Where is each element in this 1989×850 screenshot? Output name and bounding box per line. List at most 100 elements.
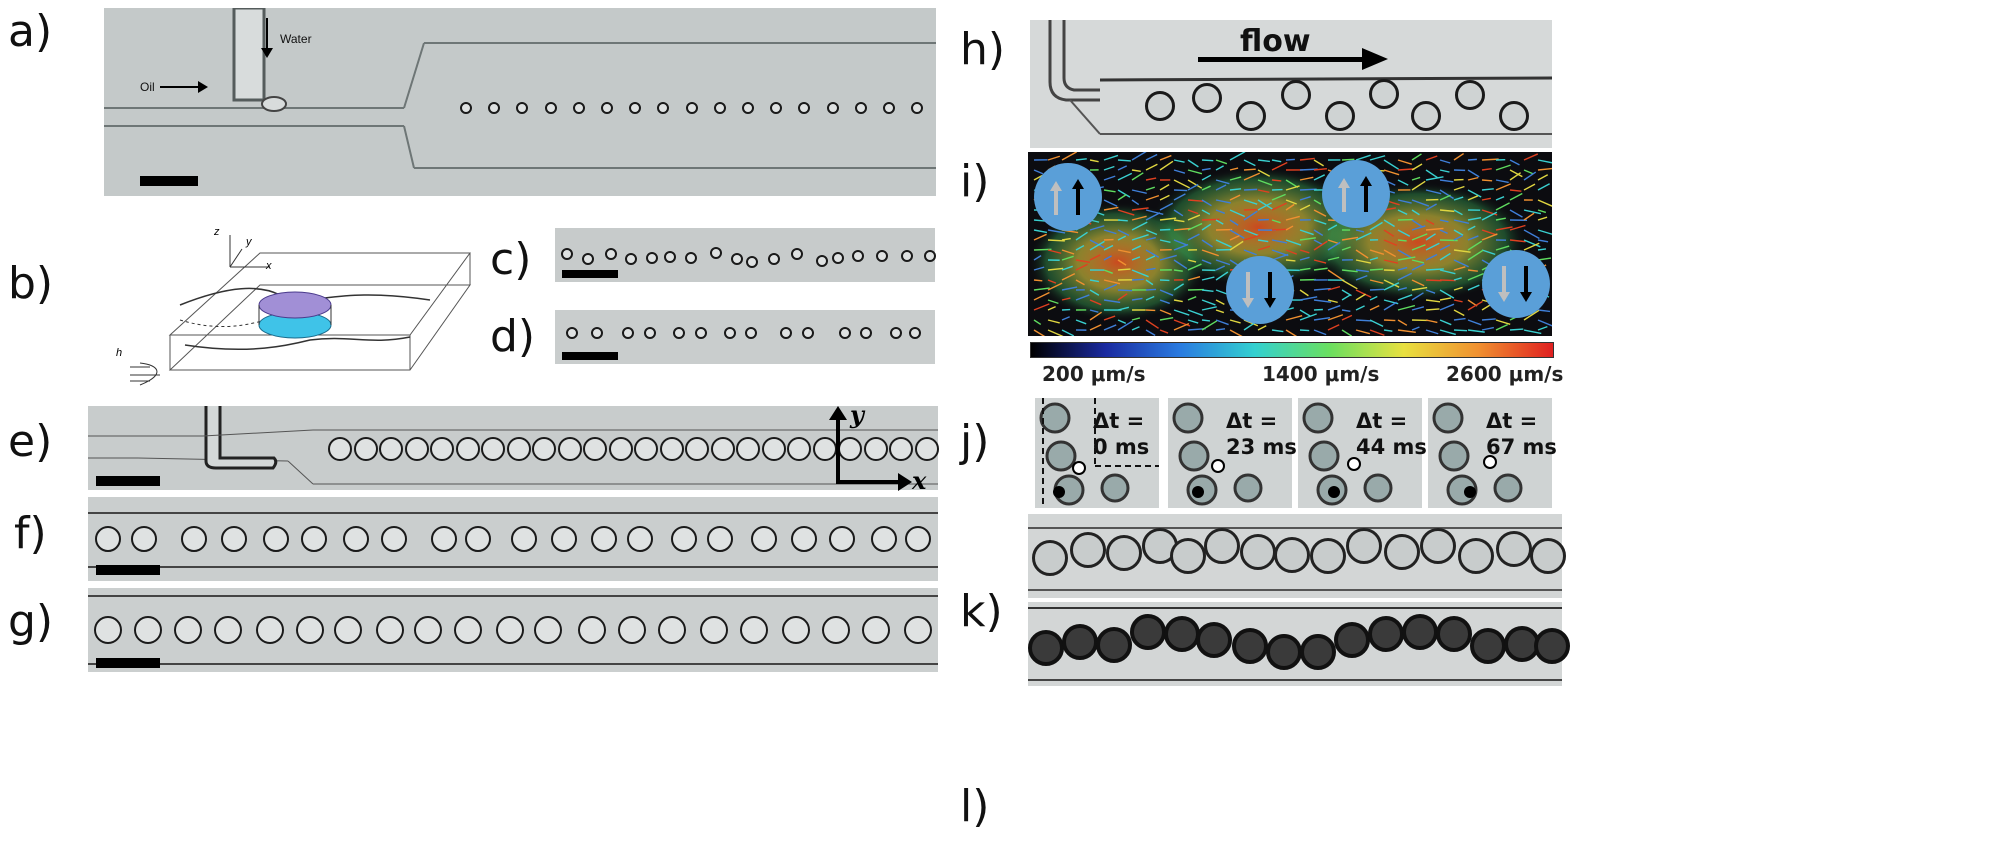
velocity-vector [1117,320,1133,331]
scale-bar-c [562,270,618,278]
velocity-vector [1257,189,1270,194]
velocity-vector [1047,267,1064,271]
velocity-vector [1131,278,1144,281]
droplet [659,437,684,461]
velocity-vector [1131,317,1141,321]
velocity-vector [1103,175,1116,181]
velocity-vector [1201,174,1212,181]
velocity-vector [1495,226,1513,231]
velocity-vector [1341,236,1359,241]
velocity-vector [1369,329,1385,336]
droplet [695,327,707,339]
scale-bar-d [562,352,618,360]
droplet [1534,628,1570,664]
velocity-vector [1103,244,1114,251]
velocity-vector [1313,299,1332,303]
velocity-vector [1537,229,1552,235]
velocity-vector [1355,305,1365,311]
velocity-vector [1313,219,1327,225]
velocity-vector [1495,217,1506,221]
droplet [685,102,698,114]
droplet [1196,622,1232,658]
velocity-vector [1425,279,1442,282]
velocity-vector [1215,309,1225,314]
velocity-vector [1117,159,1131,162]
oil-label: Oil [140,80,155,94]
velocity-vector [1341,314,1353,321]
droplet [812,437,837,461]
velocity-vector [1411,176,1421,181]
droplet [1236,101,1266,131]
velocity-vector [1145,255,1156,261]
velocity-vector [1411,209,1420,216]
droplet [860,327,872,339]
velocity-vector [1355,319,1372,322]
velocity-vector [1453,229,1464,236]
velocity-vector [1103,324,1117,331]
velocity-vector [1299,313,1317,321]
velocity-vector [1173,209,1184,217]
velocity-vector [1509,169,1523,178]
velocity-vector [1327,269,1343,281]
velocity-vector [1229,188,1242,191]
droplet [871,526,897,552]
velocity-vector [1089,309,1099,313]
velocity-vector [1145,209,1164,216]
velocity-vector [1187,259,1197,263]
droplet [780,327,792,339]
velocity-vector [1313,209,1327,217]
velocity-vector [1243,234,1261,241]
time-label-1: Δt = 23 ms [1226,409,1297,460]
velocity-vector [1215,184,1227,191]
velocity-vector [1033,169,1044,175]
droplet [256,616,284,644]
droplet [454,616,482,644]
axis-x-label: x [266,260,272,272]
velocity-vector [1425,189,1442,195]
droplet [889,437,913,461]
velocity-vector [1341,158,1355,161]
label-j: j) [960,416,990,467]
velocity-vector [1523,183,1536,191]
velocity-vector [1257,202,1272,211]
velocity-vector [1201,209,1211,215]
velocity-vector [1187,276,1201,281]
velocity-vector [1411,180,1426,191]
colorbar-max-label: 2600 μm/s [1446,362,1564,386]
velocity-vector [1187,214,1201,221]
velocity-vector [1187,233,1200,241]
velocity-vector [1285,158,1295,161]
velocity-vector [1467,300,1483,311]
velocity-vector [1313,308,1323,311]
velocity-vector [1369,155,1386,161]
droplet [534,616,562,644]
velocity-vector [1257,245,1271,251]
velocity-vector [1509,209,1523,218]
velocity-vector [1061,249,1075,255]
velocity-vector [1145,212,1161,221]
velocity-vector [1257,325,1267,331]
droplet [724,327,736,339]
velocity-vector [1509,328,1524,331]
velocity-vector [1131,256,1141,261]
velocity-vector [1355,289,1372,298]
velocity-vector [1075,259,1090,264]
droplet [1334,622,1370,658]
velocity-vector [1061,152,1078,161]
velocity-vector [1075,244,1085,251]
flow-label: flow [1240,24,1311,59]
velocity-vector [1453,266,1466,271]
velocity-vector [1061,273,1076,281]
velocity-vector [1439,219,1449,223]
velocity-vector [1453,286,1463,291]
velocity-vector [1537,325,1548,331]
droplet [1274,537,1310,573]
velocity-vector [1145,288,1157,291]
velocity-vector [1327,314,1344,321]
velocity-vector [1481,188,1494,191]
velocity-vector [1397,266,1408,271]
droplet [134,616,162,644]
velocity-vector [1467,189,1482,198]
droplet [1192,83,1222,113]
droplet [516,102,529,114]
